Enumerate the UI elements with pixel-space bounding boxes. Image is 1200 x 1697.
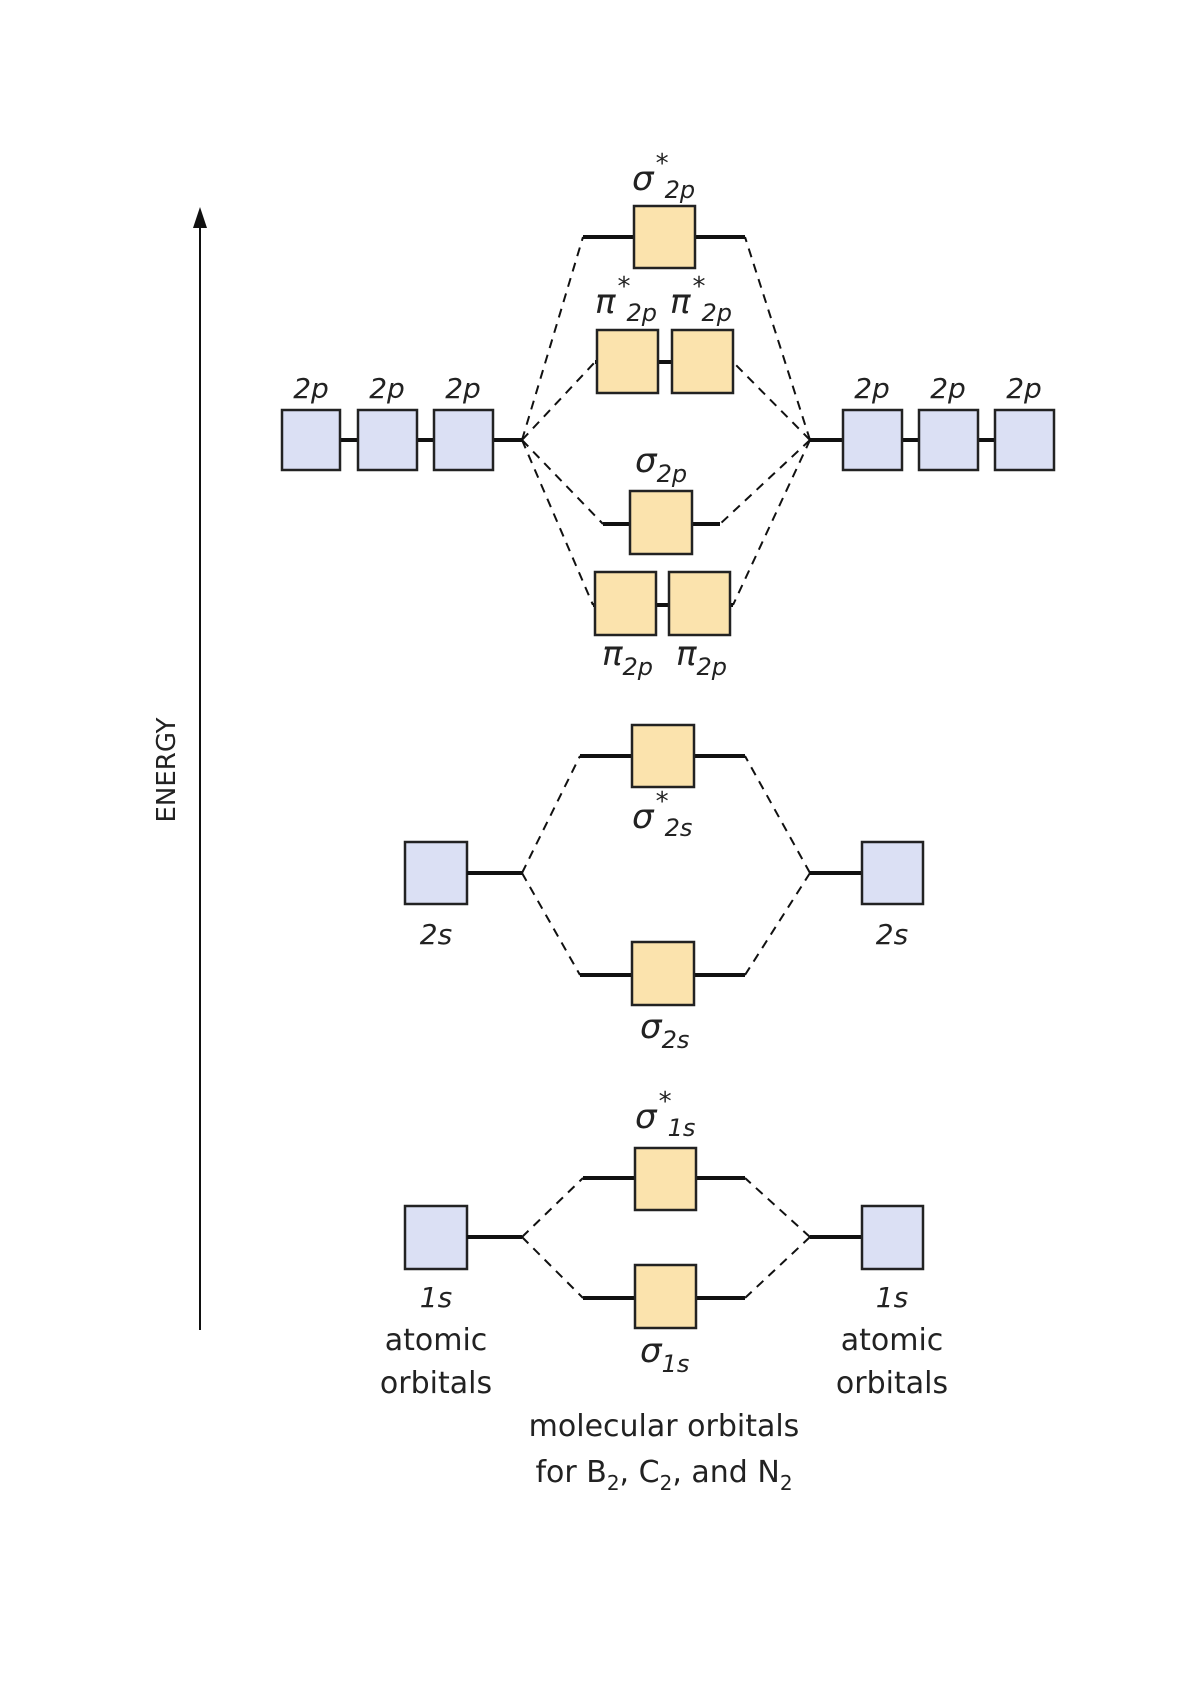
sigma-star-2s-orbital: σ*2s	[580, 723, 745, 842]
left-2s-label: 2s	[420, 918, 452, 951]
pi-star-2p-label: π*2p	[595, 272, 657, 327]
correlation-lines-2s	[521, 755, 811, 976]
pi-star-2p-orbitals: π*2p π*2p	[595, 272, 735, 395]
caption-line1: molecular orbitals	[529, 1409, 800, 1444]
energy-axis-label: ENERGY	[152, 717, 182, 822]
right-caption-line2: orbitals	[836, 1366, 948, 1401]
pi-2p-label: π2p	[602, 634, 653, 681]
right-2p-box	[917, 408, 980, 472]
arrow-up-icon	[193, 207, 207, 228]
pi-star-2p-label: π*2p	[670, 272, 732, 327]
left-2s-orbital: 2s	[403, 840, 522, 951]
right-2p-orbitals: 2p 2p 2p	[810, 372, 1056, 472]
correlation-lines-2p	[521, 236, 811, 606]
right-2p-box	[993, 408, 1056, 472]
left-2p-box	[280, 408, 342, 472]
right-2s-label: 2s	[876, 918, 908, 951]
sigma-star-1s-label: σ*1s	[635, 1087, 695, 1142]
left-caption-line2: orbitals	[380, 1366, 492, 1401]
pi-2p-orbitals: π2p π2p	[593, 570, 733, 681]
sigma-star-2p-label: σ*2p	[632, 149, 695, 204]
right-1s-orbital: 1s atomic orbitals	[810, 1204, 948, 1401]
right-2p-label: 2p	[1006, 372, 1042, 405]
right-2p-label: 2p	[854, 372, 890, 405]
left-caption-line1: atomic	[385, 1323, 488, 1358]
sigma-1s-orbital: σ1s	[583, 1263, 745, 1378]
left-2p-label: 2p	[293, 372, 329, 405]
sigma-2s-orbital: σ2s	[580, 940, 745, 1054]
left-2p-box	[356, 408, 419, 472]
sigma-2p-orbital: σ2p	[603, 441, 720, 556]
right-2s-orbital: 2s	[810, 840, 925, 951]
left-2p-label: 2p	[369, 372, 405, 405]
sigma-2p-label: σ2p	[635, 441, 687, 488]
sigma-star-2p-orbital: σ*2p	[583, 149, 745, 270]
right-2p-label: 2p	[930, 372, 966, 405]
sigma-star-1s-orbital: σ*1s	[583, 1087, 745, 1212]
left-2p-box	[432, 408, 495, 472]
right-1s-label: 1s	[876, 1281, 908, 1314]
left-2p-orbitals: 2p 2p 2p	[280, 372, 522, 472]
right-2p-box	[841, 408, 904, 472]
right-caption-line1: atomic	[841, 1323, 944, 1358]
sigma-1s-label: σ1s	[640, 1331, 689, 1378]
left-1s-label: 1s	[420, 1281, 452, 1314]
sigma-star-2s-label: σ*2s	[632, 787, 692, 842]
left-2p-label: 2p	[445, 372, 481, 405]
correlation-lines-1s	[521, 1177, 811, 1299]
caption-line2: for B2, C2, and N2	[535, 1455, 792, 1495]
pi-2p-label: π2p	[676, 634, 727, 681]
left-1s-orbital: 1s atomic orbitals	[380, 1204, 522, 1401]
sigma-2s-label: σ2s	[640, 1007, 689, 1054]
